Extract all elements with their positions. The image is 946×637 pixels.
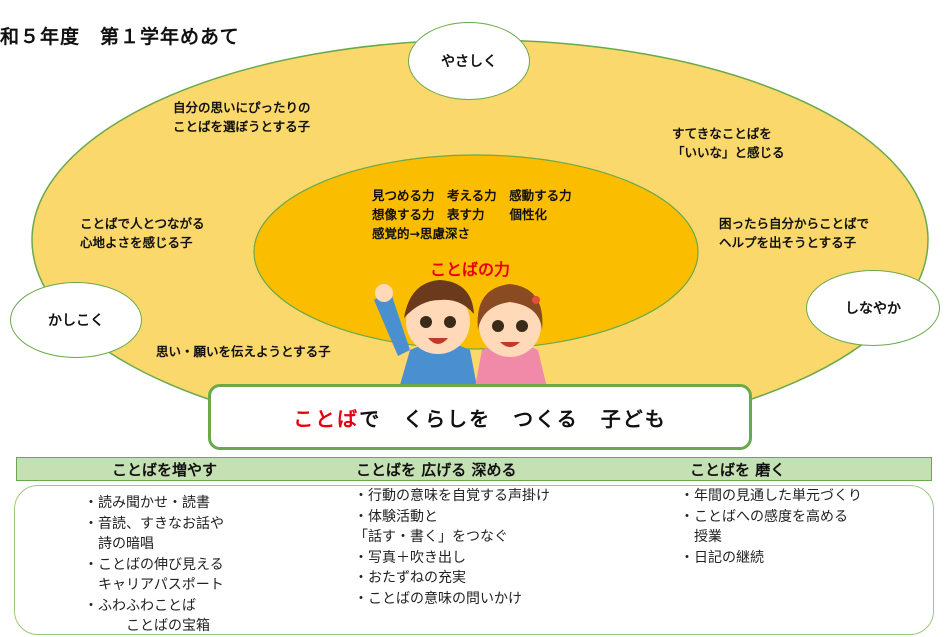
page-title: 和５年度 第１学年めあて: [0, 26, 240, 48]
text-mid-right: 困ったら自分からことばで ヘルプを出そうとする子: [719, 216, 870, 250]
header-bar: [16, 457, 932, 481]
goal-highlight: ことば: [293, 406, 360, 431]
kotoba-no-chikara-label: ことばの力: [430, 260, 511, 279]
inner-ellipse: [253, 154, 699, 350]
goal-text: で くらしを つくる 子ども: [359, 406, 667, 431]
abilities-text: 見つめる力 考える力 感動する力 想像する力 表す力 個性化 感覚的→思慮深さ: [372, 188, 572, 241]
bubble-yasashiku-label: やさしく: [441, 54, 497, 70]
text-top-right: すてきなことばを 「いいな」と感じる: [672, 126, 785, 160]
text-bottom-left: 思い・願いを伝えようとする子: [156, 344, 331, 359]
column-items-3: ・年間の見通した単元づくり ・ことばへの感度を高める 授業 ・日記の継続: [680, 488, 862, 566]
column-items-2: ・行動の意味を自覚する声掛け ・体験活動と 「話す・書く」をつなぐ ・写真＋吹き…: [354, 488, 550, 607]
bubble-kashikoku-label: かしこく: [48, 313, 104, 329]
bubble-kashikoku: かしこく: [10, 282, 142, 358]
text-top-left: 自分の思いにぴったりの ことばを選ぼうとする子: [173, 100, 311, 134]
column-header-3: ことばを 磨く: [690, 461, 786, 479]
text-mid-left: ことばで人とつながる 心地よさを感じる子: [80, 216, 205, 250]
column-header-2: ことばを 広げる 深める: [356, 461, 517, 479]
children-illustration: [374, 280, 548, 392]
activities-box: [14, 485, 934, 635]
bubble-yasashiku: やさしく: [408, 22, 530, 100]
goal-box: ことばで くらしを つくる 子ども: [208, 384, 752, 450]
bubble-shinayaka-label: しなやか: [845, 301, 901, 317]
column-items-1: ・読み聞かせ・読書 ・音読、すきなお話や 詩の暗唱 ・ことばの伸び見える キャリ…: [84, 495, 224, 634]
column-header-1: ことばを増やす: [112, 461, 218, 479]
bubble-shinayaka: しなやか: [806, 270, 940, 346]
